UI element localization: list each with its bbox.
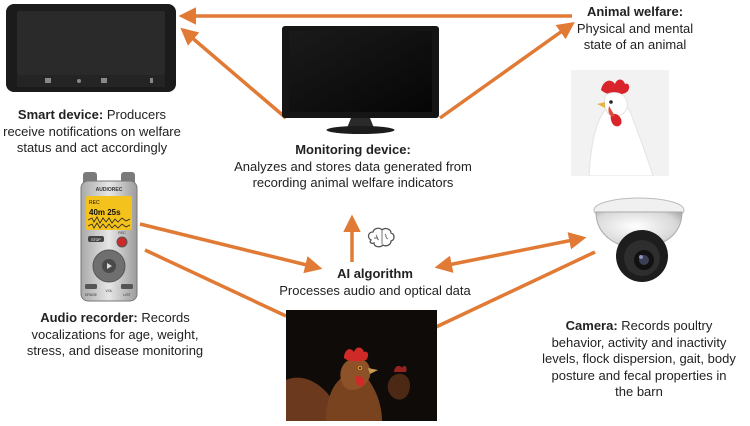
camera-line2: behavior, activity and inactivity bbox=[551, 334, 727, 350]
animal-welfare-line1: Physical and mental bbox=[576, 20, 694, 36]
audio-recorder-line1: Records bbox=[141, 310, 190, 325]
animal-welfare-label: Animal welfare: Physical and mental stat… bbox=[555, 4, 715, 54]
recorder-erase-button: ERASE bbox=[85, 293, 98, 297]
recorder-rec-indicator: REC bbox=[89, 200, 100, 206]
smart-device-line1: Producers bbox=[106, 107, 167, 122]
recorder-stop-button: STOP bbox=[91, 238, 101, 242]
smart-device-line2: receive notifications on welfare bbox=[3, 123, 181, 139]
arrow-hen-to-recorder bbox=[144, 248, 287, 318]
nav-buttons bbox=[45, 78, 153, 83]
recorder-rec-button: REC bbox=[118, 231, 126, 235]
camera-label: Camera: Records poultry behavior, activi… bbox=[528, 318, 750, 401]
brown-hen-image bbox=[286, 310, 437, 421]
animal-welfare-line2: state of an animal bbox=[583, 37, 687, 52]
smart-device-line3: status and act accordingly bbox=[16, 140, 168, 155]
smart-device-label: Smart device: Producers receive notifica… bbox=[0, 107, 184, 157]
camera-title: Camera: bbox=[565, 318, 618, 333]
camera-line3: levels, flock dispersion, gait, body bbox=[542, 351, 736, 366]
arrow-monitor-to-smart-device bbox=[180, 27, 288, 120]
dome-camera-image bbox=[592, 196, 686, 288]
ai-algorithm-title: AI algorithm bbox=[337, 266, 413, 281]
smart-device-title: Smart device: bbox=[17, 107, 104, 122]
recorder-vol-label: VOL bbox=[105, 289, 112, 293]
camera-line1: Records poultry bbox=[621, 318, 713, 333]
recorder-counter: 40m 25s bbox=[89, 208, 121, 217]
arrow-recorder-to-ai bbox=[139, 222, 323, 274]
animal-welfare-title: Animal welfare: bbox=[586, 4, 684, 19]
audio-recorder-line2: vocalizations for age, weight, bbox=[31, 326, 199, 342]
recorder-brand: AUDIOREC bbox=[96, 187, 123, 193]
arrow-monitor-to-welfare bbox=[438, 21, 575, 120]
audio-recorder-title: Audio recorder: bbox=[40, 310, 138, 325]
monitoring-device-line2: recording animal welfare indicators bbox=[252, 175, 454, 190]
monitoring-device-line1: Analyzes and stores data generated from bbox=[234, 158, 472, 174]
white-chicken-image bbox=[571, 70, 669, 177]
brain-icon bbox=[366, 226, 396, 250]
camera-line5: the barn bbox=[615, 384, 663, 399]
arrow-camera-ai bbox=[434, 232, 587, 273]
audio-recorder-label: Audio recorder: Records vocalizations fo… bbox=[5, 310, 225, 360]
audio-recorder-image: AUDIOREC REC 40m 25s STOP REC ERASE VOL … bbox=[79, 172, 139, 302]
arrow-hen-to-camera bbox=[435, 250, 596, 329]
ai-algorithm-line1: Processes audio and optical data bbox=[279, 282, 471, 298]
ai-algorithm-label: AI algorithm Processes audio and optical… bbox=[255, 266, 495, 299]
monitor-image bbox=[281, 25, 440, 135]
camera-line4: posture and fecal properties in bbox=[551, 367, 727, 383]
audio-recorder-line3: stress, and disease monitoring bbox=[26, 343, 204, 358]
tablet-image bbox=[5, 3, 177, 93]
monitoring-device-label: Monitoring device: Analyzes and stores d… bbox=[228, 142, 478, 192]
monitoring-device-title: Monitoring device: bbox=[295, 142, 411, 157]
recorder-list-button: LIST bbox=[123, 293, 131, 297]
